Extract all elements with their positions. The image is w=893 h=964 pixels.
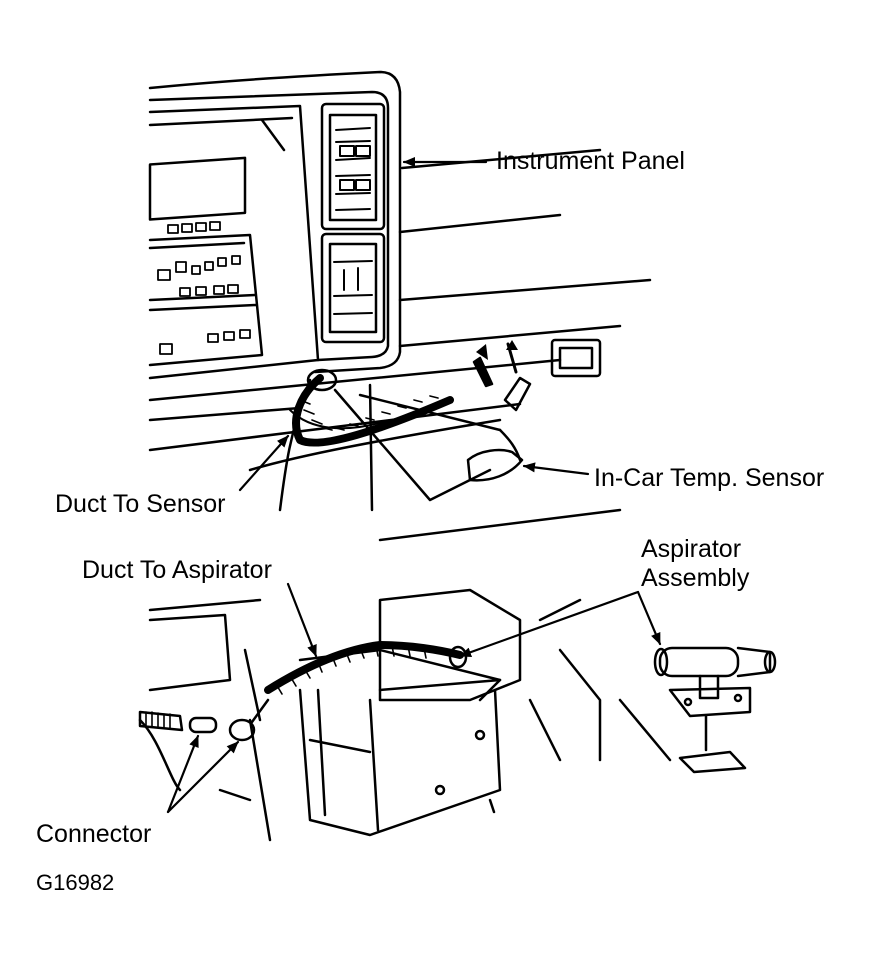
in-car-temp-sensor-label: In-Car Temp. Sensor [594,464,825,492]
duct-to-sensor-leader [238,434,290,492]
duct-to-aspirator-leader [286,582,318,658]
connector-leader-2 [166,740,240,814]
leader-arrows [166,157,662,814]
aspirator-assembly-label-line2: Assembly [641,564,750,592]
connector-leader-1 [166,734,200,814]
figure-id-label: G16982 [36,870,115,895]
duct-to-sensor-label: Duct To Sensor [55,490,226,518]
instrument-panel-drawing [148,70,652,512]
in-car-temp-sensor-leader [522,462,590,476]
heater-case-drawing [138,508,777,842]
aspirator-assembly-label-line1: Aspirator [641,535,742,563]
aspirator-assembly-leader-2 [636,590,662,646]
connector-label: Connector [36,820,152,848]
aspirator-assembly-leader-1 [458,590,640,658]
duct-to-aspirator-label: Duct To Aspirator [82,556,272,584]
instrument-panel-label: Instrument Panel [496,147,685,175]
